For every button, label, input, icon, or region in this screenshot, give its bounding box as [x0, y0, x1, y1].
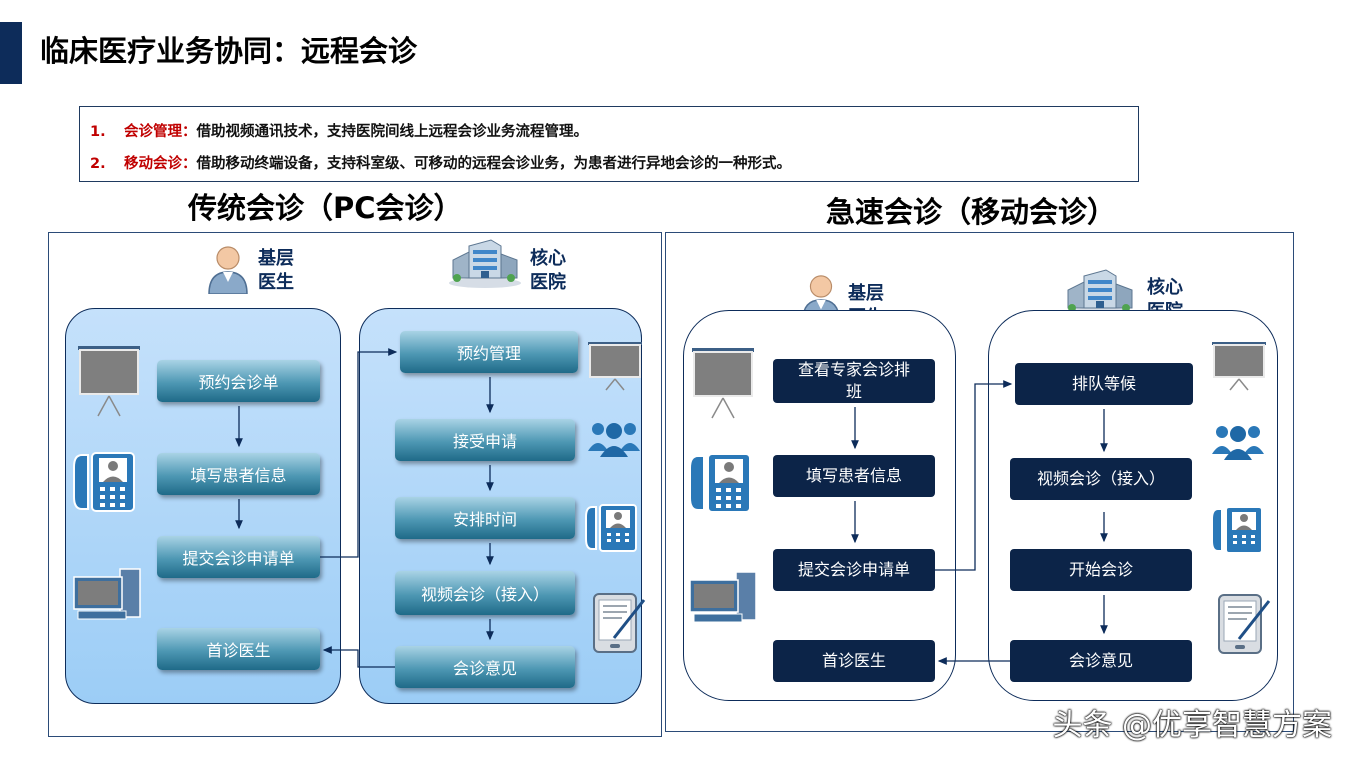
video-phone-icon: [1211, 506, 1263, 554]
intro-text: 借助视频通讯技术，支持医院间线上远程会诊业务流程管理。: [196, 124, 589, 140]
step-fill-patient-info[interactable]: 填写患者信息: [773, 455, 935, 497]
step-start-consultation[interactable]: 开始会诊: [1010, 549, 1192, 591]
tablet-pen-icon: [1218, 594, 1271, 654]
video-phone-icon: [689, 453, 751, 513]
step-submit-application[interactable]: 提交会诊申请单: [157, 536, 320, 578]
users-group-icon: [1212, 426, 1264, 460]
step-accept-application[interactable]: 接受申请: [395, 419, 575, 461]
hospital-building-icon: [449, 239, 521, 288]
desktop-computer-icon: [689, 571, 757, 623]
title-accent-bar: [0, 22, 22, 84]
intro-item: 2.移动会诊：借助移动终端设备，支持科室级、可移动的远程会诊业务，为患者进行异地…: [90, 156, 792, 172]
traditional-title: 传统会诊（PC会诊）: [188, 191, 463, 225]
projector-screen-icon: [78, 346, 140, 417]
projector-screen-icon: [692, 348, 754, 419]
video-phone-icon: [585, 504, 637, 552]
step-video-consultation[interactable]: 视频会诊（接入）: [395, 571, 575, 615]
step-view-expert-schedule[interactable]: 查看专家会诊排 班: [773, 359, 935, 403]
watermark: 头条 @优享智慧方案: [1052, 708, 1332, 743]
intro-number: 2.: [90, 156, 106, 172]
video-phone-icon: [73, 452, 135, 512]
step-first-visit-doctor[interactable]: 首诊医生: [157, 628, 320, 670]
intro-item: 1.会诊管理：借助视频通讯技术，支持医院间线上远程会诊业务流程管理。: [90, 124, 589, 140]
desktop-computer-icon: [73, 568, 141, 620]
step-first-visit-doctor[interactable]: 首诊医生: [773, 640, 935, 682]
tablet-pen-icon: [593, 593, 646, 653]
submit-to-core-connector: [935, 380, 1013, 571]
projector-screen-icon: [588, 342, 642, 391]
rapid-title: 急速会诊（移动会诊）: [826, 195, 1117, 229]
intro-keyword: 会诊管理: [124, 124, 182, 140]
traditional-primary-label: 基层 医生: [258, 248, 294, 293]
users-group-icon: [588, 423, 640, 457]
page-title: 临床医疗业务协同：远程会诊: [40, 34, 418, 68]
step-queue-waiting[interactable]: 排队等候: [1015, 363, 1193, 405]
opinion-to-doctor-connector: [322, 646, 395, 668]
step-consultation-opinion[interactable]: 会诊意见: [395, 646, 575, 688]
step-fill-patient-info[interactable]: 填写患者信息: [157, 453, 320, 495]
intro-number: 1.: [90, 124, 106, 140]
doctor-icon: [208, 246, 248, 294]
intro-text: 借助移动终端设备，支持科室级、可移动的远程会诊业务，为患者进行异地会诊的一种形式…: [196, 156, 792, 172]
step-appointment-management[interactable]: 预约管理: [400, 331, 578, 373]
step-consultation-opinion[interactable]: 会诊意见: [1010, 640, 1192, 682]
step-appointment-form[interactable]: 预约会诊单: [157, 360, 320, 402]
step-schedule-time[interactable]: 安排时间: [395, 497, 575, 539]
intro-box: 1.会诊管理：借助视频通讯技术，支持医院间线上远程会诊业务流程管理。 2.移动会…: [79, 106, 1139, 182]
projector-screen-icon: [1212, 342, 1266, 391]
step-video-consultation[interactable]: 视频会诊（接入）: [1010, 458, 1192, 500]
submit-to-core-connector: [320, 348, 398, 558]
intro-keyword: 移动会诊: [124, 156, 182, 172]
step-submit-application[interactable]: 提交会诊申请单: [773, 549, 935, 591]
traditional-core-label: 核心 医院: [530, 248, 566, 293]
